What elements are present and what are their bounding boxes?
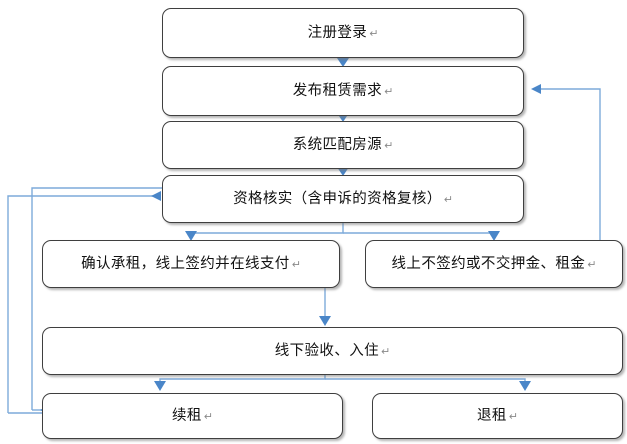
node-confirm-rent-sign-pay[interactable]: 确认承租，线上签约并在线支付↵ <box>42 240 340 288</box>
paragraph-mark-icon: ↵ <box>587 258 597 271</box>
node-register[interactable]: 注册登录↵ <box>162 8 524 58</box>
paragraph-mark-icon: ↵ <box>443 193 453 206</box>
connector-register-to-publish <box>337 58 349 67</box>
connector-nosign-back-to-publish <box>531 84 601 240</box>
node-label-terminate-lease: 退租 <box>476 407 507 424</box>
node-label-publish-demand: 发布租赁需求 <box>292 82 383 99</box>
connector-renew-back-inner <box>31 187 162 410</box>
node-system-match[interactable]: 系统匹配房源↵ <box>162 121 524 169</box>
connector-match-to-qualification <box>337 167 349 176</box>
node-no-sign-no-deposit[interactable]: 线上不签约或不交押金、租金↵ <box>365 240 623 288</box>
node-label-register: 注册登录 <box>307 24 368 41</box>
connector-renew-back-outer <box>7 191 161 415</box>
paragraph-mark-icon: ↵ <box>384 139 394 152</box>
node-label-renew-lease: 续租 <box>171 407 202 424</box>
node-label-no-sign-no-deposit: 线上不签约或不交押金、租金 <box>391 255 586 272</box>
paragraph-mark-icon: ↵ <box>369 27 379 40</box>
node-label-system-match: 系统匹配房源 <box>292 136 383 153</box>
paragraph-mark-icon: ↵ <box>384 85 394 98</box>
paragraph-mark-icon: ↵ <box>203 410 214 423</box>
paragraph-mark-icon: ↵ <box>381 345 391 358</box>
node-label-offline-acceptance-checkin: 线下验收、入住 <box>274 342 380 359</box>
connector-offline-split <box>154 375 531 391</box>
paragraph-mark-icon: ↵ <box>508 410 519 423</box>
node-qualification-check[interactable]: 资格核实（含申诉的资格复核）↵ <box>162 175 524 223</box>
connector-qualification-split <box>185 223 500 241</box>
connector-confirm-to-offline <box>319 288 331 326</box>
node-label-confirm-rent-sign-pay: 确认承租，线上签约并在线支付 <box>81 255 290 272</box>
node-terminate-lease[interactable]: 退租↵ <box>372 393 623 439</box>
node-publish-demand[interactable]: 发布租赁需求↵ <box>162 66 524 116</box>
node-offline-acceptance-checkin[interactable]: 线下验收、入住↵ <box>42 327 623 375</box>
node-label-qualification-check: 资格核实（含申诉的资格复核） <box>233 190 442 207</box>
paragraph-mark-icon: ↵ <box>291 258 301 271</box>
node-renew-lease[interactable]: 续租↵ <box>42 393 343 439</box>
